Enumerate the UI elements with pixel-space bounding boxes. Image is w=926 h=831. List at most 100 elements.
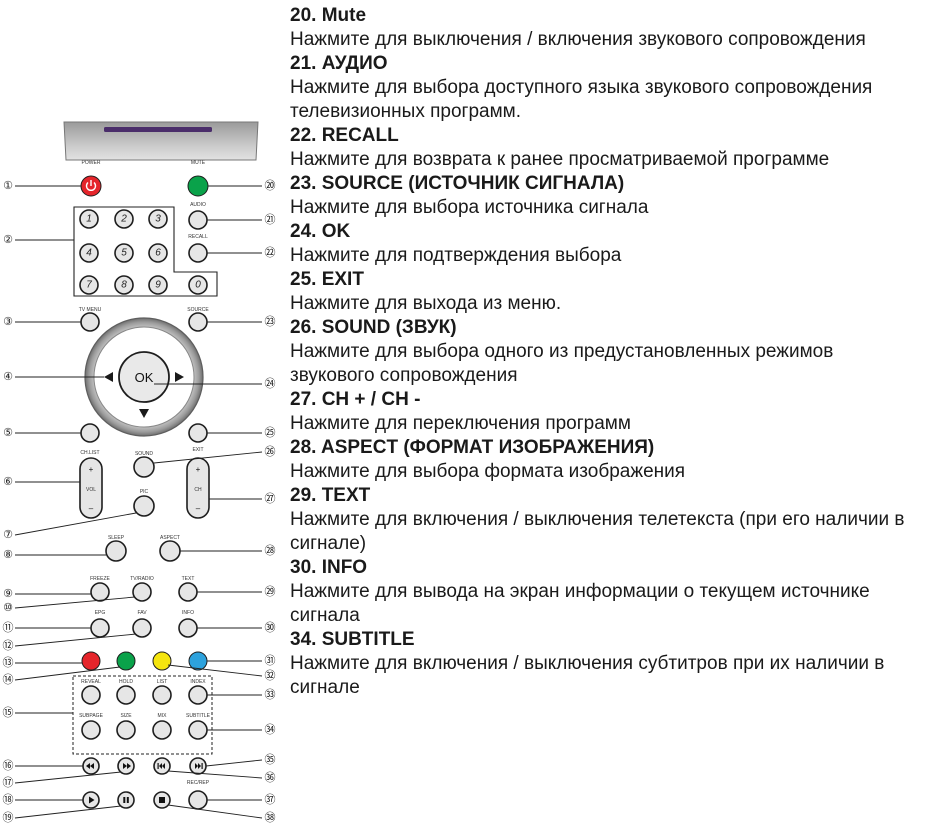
text-button[interactable]	[178, 582, 198, 602]
skip-previous-icon	[157, 763, 165, 769]
digit-3-button[interactable]: 3	[148, 209, 168, 229]
entry-description: Нажмите для вывода на экран информации о…	[290, 581, 870, 626]
ch-label: CH	[194, 487, 202, 493]
ok-button[interactable]	[118, 351, 170, 403]
svg-text:9: 9	[155, 280, 161, 291]
audio-button[interactable]	[188, 210, 208, 230]
subpage-button[interactable]	[81, 720, 101, 740]
entry-title: 26. SOUND (ЗВУК)	[290, 317, 457, 338]
digit-5-button[interactable]: 5	[114, 243, 134, 263]
red-button[interactable]	[81, 651, 101, 671]
teletext-group-outline	[72, 675, 213, 755]
entry-audio: 21. АУДИО Нажмите для выбора доступного …	[290, 52, 920, 124]
fav-button[interactable]	[132, 618, 152, 638]
callout-36: ㊱	[265, 771, 276, 784]
freeze-button[interactable]	[90, 582, 110, 602]
callout-7: ⑦	[3, 529, 13, 541]
size-button[interactable]	[116, 720, 136, 740]
callout-20: ⑳	[265, 179, 276, 192]
entry-recall: 22. RECALL Нажмите для возврата к ранее …	[290, 124, 920, 172]
entry-title: 28. ASPECT (ФОРМАТ ИЗОБРАЖЕНИЯ)	[290, 437, 655, 458]
entry-subtitle: 34. SUBTITLE Нажмите для включения / вык…	[290, 628, 920, 700]
svg-text:6: 6	[155, 248, 161, 259]
svg-text:0: 0	[195, 280, 201, 291]
tv-radio-button[interactable]	[132, 582, 152, 602]
info-label: INFO	[182, 610, 194, 616]
fast-forward-icon	[123, 763, 131, 769]
pic-button[interactable]	[133, 495, 155, 517]
callout-18: ⑱	[3, 793, 14, 806]
ch-minus-label: –	[196, 504, 201, 513]
entry-source: 23. SOURCE (ИСТОЧНИК СИГНАЛА) Нажмите дл…	[290, 172, 920, 220]
source-button[interactable]	[188, 312, 208, 332]
sound-button[interactable]	[133, 456, 155, 478]
power-label: POWER	[82, 160, 101, 166]
entry-description: Нажмите для включения / выключения телет…	[290, 509, 905, 554]
play-icon	[89, 796, 95, 804]
digit-2-button[interactable]: 2	[114, 209, 134, 229]
yellow-button[interactable]	[152, 651, 172, 671]
vol-rocker[interactable]	[79, 457, 103, 519]
mix-button[interactable]	[152, 720, 172, 740]
callout-35: ㉟	[265, 753, 276, 766]
pic-label: PIC	[140, 489, 149, 495]
svg-text:2: 2	[120, 214, 127, 225]
mute-button[interactable]	[187, 175, 209, 197]
tv-menu-button[interactable]	[80, 312, 100, 332]
digit-1-button[interactable]: 1	[79, 209, 99, 229]
list-button[interactable]	[152, 685, 172, 705]
hold-label: HOLD	[119, 679, 133, 685]
remote-control-diagram: POWER MUTE 1 2 3 4 5 6 7 8 9 0 AUDIO REC…	[3, 121, 276, 824]
callout-31: ㉛	[265, 654, 276, 667]
blue-button[interactable]	[188, 651, 208, 671]
pause-button[interactable]	[117, 791, 135, 809]
list-label: LIST	[157, 679, 168, 685]
ch-rocker[interactable]	[186, 457, 210, 519]
number-pad: 1 2 3 4 5 6 7 8 9 0	[79, 209, 208, 295]
sleep-button[interactable]	[105, 540, 127, 562]
digit-9-button[interactable]: 9	[148, 275, 168, 295]
arrow-left-icon[interactable]	[104, 372, 113, 382]
entry-title: 25. EXIT	[290, 269, 364, 290]
mute-label: MUTE	[191, 160, 206, 166]
epg-button[interactable]	[90, 618, 110, 638]
callout-32: ㉜	[265, 669, 276, 682]
callout-leader-lines	[14, 185, 263, 819]
recall-button[interactable]	[188, 243, 208, 263]
entry-title: 27. CH + / CH -	[290, 389, 421, 410]
index-button[interactable]	[188, 685, 208, 705]
rec-rep-button[interactable]	[188, 790, 208, 810]
callout-6: ⑥	[3, 476, 13, 488]
callout-14: ⑭	[3, 673, 14, 686]
digit-8-button[interactable]: 8	[114, 275, 134, 295]
subtitle-button[interactable]	[188, 720, 208, 740]
digit-6-button[interactable]: 6	[148, 243, 168, 263]
exit-button[interactable]	[188, 423, 208, 443]
callout-3: ③	[3, 316, 13, 328]
digit-7-button[interactable]: 7	[79, 275, 99, 295]
arrow-right-icon[interactable]	[175, 372, 184, 382]
ch-list-label: CH.LIST	[80, 450, 99, 456]
callout-4: ④	[3, 371, 13, 383]
green-button[interactable]	[116, 651, 136, 671]
entry-description: Нажмите для выбора источника сигнала	[290, 197, 649, 218]
ch-list-button[interactable]	[80, 423, 100, 443]
entry-description: Нажмите для выбора одного из предустанов…	[290, 341, 834, 386]
digit-0-button[interactable]: 0	[188, 275, 208, 295]
arrow-down-icon[interactable]	[139, 409, 149, 418]
callout-29: ㉙	[265, 585, 276, 598]
hold-button[interactable]	[116, 685, 136, 705]
callout-15: ⑮	[3, 706, 14, 719]
subtitle-label: SUBTITLE	[186, 713, 211, 719]
callout-21: ㉑	[265, 213, 276, 226]
info-button[interactable]	[178, 618, 198, 638]
freeze-label: FREEZE	[90, 576, 110, 582]
callout-38: ㊳	[265, 811, 276, 824]
callout-13: ⑬	[3, 656, 14, 669]
callout-1: ①	[3, 180, 13, 192]
reveal-button[interactable]	[81, 685, 101, 705]
aspect-button[interactable]	[159, 540, 181, 562]
entry-description: Нажмите для возврата к ранее просматрива…	[290, 149, 830, 170]
sound-label: SOUND	[135, 451, 153, 457]
digit-4-button[interactable]: 4	[79, 243, 99, 263]
